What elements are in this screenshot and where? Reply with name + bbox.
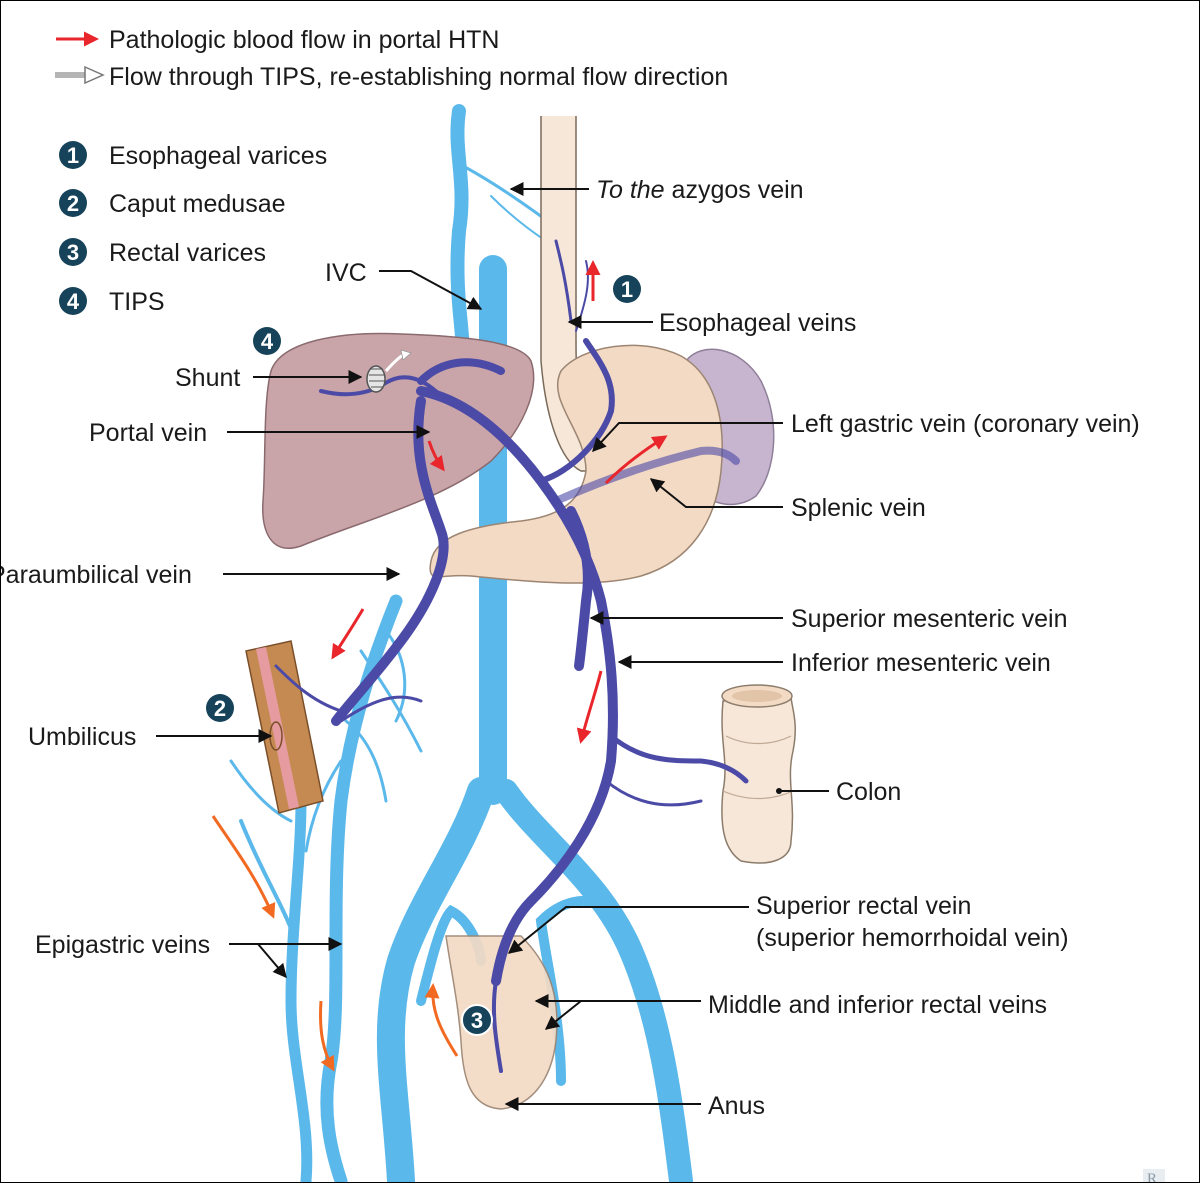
esophageal-veins-label: Esophageal veins [659, 309, 856, 337]
gray-arrow-icon [55, 67, 103, 83]
shunt-stent-icon [367, 366, 385, 392]
legend-gray-text: Flow through TIPS, re-establishing norma… [109, 63, 728, 91]
marker-rectal-varices: 3 [462, 1005, 492, 1035]
azygos-label: To the azygos vein [596, 176, 804, 204]
key-marker: 4 [67, 289, 80, 314]
key-marker: 1 [67, 143, 79, 168]
azygos-vein-icon [457, 111, 462, 361]
key-item-rectal-varices: 3 Rectal varices [59, 238, 266, 267]
svg-text:3: 3 [471, 1008, 483, 1033]
epigastric-vein-left-icon [291, 801, 307, 1181]
key-label: Rectal varices [109, 239, 266, 267]
systemic-veins [231, 111, 681, 1181]
portal-vein-label: Portal vein [89, 419, 207, 447]
svg-text:1: 1 [621, 277, 633, 302]
key-label: Caput medusae [109, 190, 286, 218]
left-gastric-vein-label: Left gastric vein (coronary vein) [791, 410, 1140, 438]
shunt-label: Shunt [175, 364, 240, 392]
splenic-vein-label: Splenic vein [791, 494, 926, 522]
anus-label: Anus [708, 1092, 765, 1120]
svg-text:2: 2 [214, 696, 226, 721]
svg-text:4: 4 [261, 329, 274, 354]
colon-icon [722, 685, 795, 863]
marker-esophageal-varices: 1 [613, 275, 641, 303]
marker-caput-medusae: 2 [206, 694, 234, 722]
key-label: Esophageal varices [109, 142, 327, 170]
superior-hemorrhoidal-vein-label: (superior hemorrhoidal vein) [756, 924, 1069, 952]
key-item-caput-medusae: 2 Caput medusae [59, 189, 286, 218]
key-item-esophageal-varices: 1 Esophageal varices [59, 141, 327, 170]
epigastric-veins-label: Epigastric veins [35, 931, 210, 959]
legend: Pathologic blood flow in portal HTN Flow… [55, 26, 728, 91]
key-item-tips: 4 TIPS [59, 287, 165, 316]
middle-inferior-rectal-veins-label: Middle and inferior rectal veins [708, 991, 1047, 1019]
ivc-label: IVC [325, 259, 367, 287]
inferior-mesenteric-vein-label: Inferior mesenteric vein [791, 649, 1051, 677]
red-arrow-icon [581, 671, 601, 741]
red-arrow-icon [333, 609, 363, 657]
svg-text:R: R [1147, 1171, 1157, 1183]
paraumbilical-vein-label: Paraumbilical vein [1, 561, 192, 589]
key-label: TIPS [109, 288, 165, 316]
marker-tips: 4 [253, 327, 281, 355]
umbilicus-icon [246, 641, 323, 813]
legend-red-text: Pathologic blood flow in portal HTN [109, 26, 499, 54]
key-marker: 3 [67, 240, 79, 265]
orange-arrow-icon [433, 986, 457, 1056]
key-list: 1 Esophageal varices 2 Caput medusae 3 R… [59, 141, 327, 316]
watermark-logo: R [1143, 1169, 1165, 1183]
umbilicus-label: Umbilicus [28, 723, 136, 751]
key-marker: 2 [67, 191, 79, 216]
superior-mesenteric-vein-label: Superior mesenteric vein [791, 605, 1068, 633]
superior-rectal-vein-label: Superior rectal vein [756, 892, 971, 920]
anatomy-illustration: 1 2 3 4 [206, 111, 795, 1181]
colon-label: Colon [836, 778, 901, 806]
